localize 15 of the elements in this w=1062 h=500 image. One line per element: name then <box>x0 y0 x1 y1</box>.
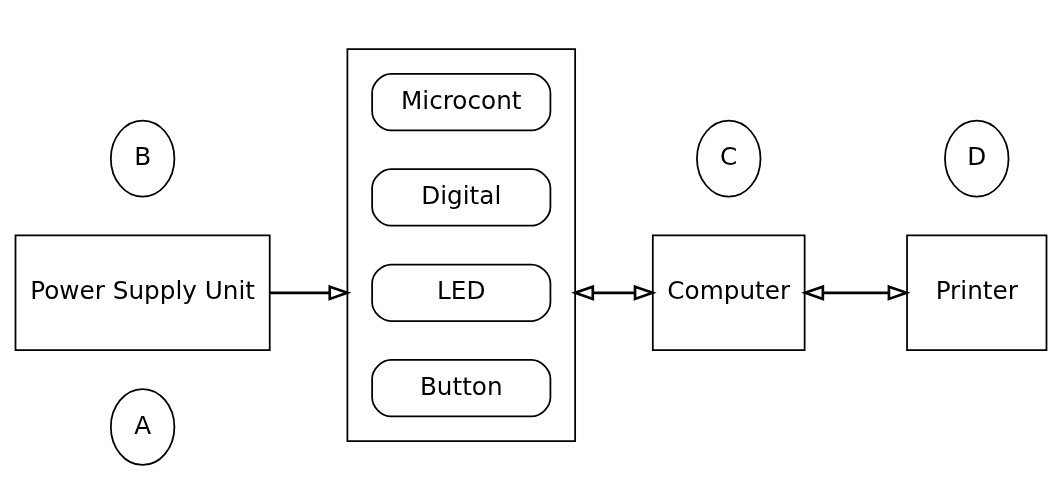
node-box: Digital <box>371 168 552 227</box>
node-box: Computer <box>651 234 806 352</box>
arrow <box>571 284 657 301</box>
cluster <box>346 48 577 442</box>
node-box: Button <box>371 359 552 418</box>
node-ellipse: A <box>109 388 176 466</box>
arrow <box>269 284 352 301</box>
node-ellipse: D <box>944 119 1010 198</box>
node-box: Power Supply Unit <box>14 234 271 352</box>
node-box: Printer <box>906 234 1048 352</box>
node-box: LED <box>371 263 552 322</box>
node-ellipse: C <box>696 119 762 198</box>
node-ellipse: B <box>109 119 176 198</box>
arrow <box>801 284 911 301</box>
node-box: Microcont <box>371 73 552 132</box>
